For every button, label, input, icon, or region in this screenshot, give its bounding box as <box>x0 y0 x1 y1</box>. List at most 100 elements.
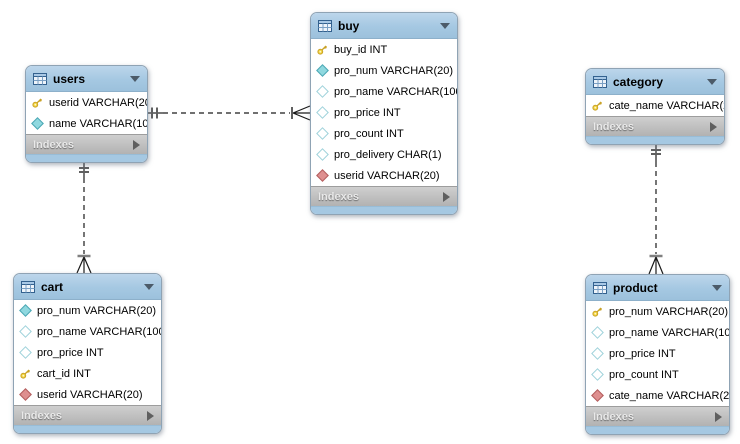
table-icon <box>593 75 607 88</box>
primary-key-icon <box>592 307 602 317</box>
foreign-key-icon <box>316 169 329 182</box>
column-row[interactable]: pro_count INT <box>311 123 457 144</box>
column-label: pro_price INT <box>37 346 104 359</box>
column-row[interactable]: name VARCHAR(10) <box>26 113 147 134</box>
crow-foot-mark <box>292 105 311 121</box>
column-label: cart_id INT <box>37 367 91 380</box>
crow-foot-mark <box>76 256 92 274</box>
table-footer-strip <box>14 425 161 433</box>
column-row[interactable]: pro_count INT <box>586 364 729 385</box>
indexes-section[interactable]: Indexes <box>311 186 457 206</box>
column-label: pro_price INT <box>334 106 401 119</box>
table-buy[interactable]: buy buy_id INT pro_num VARCHAR(20) pro_n… <box>310 12 458 215</box>
table-title: product <box>613 280 658 295</box>
indexes-section[interactable]: Indexes <box>26 134 147 154</box>
column-row[interactable]: pro_price INT <box>14 342 161 363</box>
column-label: pro_count INT <box>609 368 679 381</box>
indexes-section[interactable]: Indexes <box>586 406 729 426</box>
column-label: userid VARCHAR(20) <box>334 169 440 182</box>
table-category-header[interactable]: category <box>586 69 724 95</box>
collapse-arrow-icon[interactable] <box>712 284 722 291</box>
column-nullable-icon <box>19 346 32 359</box>
column-label: pro_name VARCHAR(100) <box>609 326 730 339</box>
column-label: pro_num VARCHAR(20) <box>609 305 729 318</box>
indexes-label: Indexes <box>33 138 74 151</box>
column-row[interactable]: pro_delivery CHAR(1) <box>311 144 457 165</box>
relationship-category-product[interactable] <box>648 145 664 275</box>
foreign-key-icon <box>19 388 32 401</box>
column-label: cate_name VARCHAR(20) <box>609 389 730 402</box>
column-label: name VARCHAR(10) <box>49 117 148 130</box>
collapse-arrow-icon[interactable] <box>130 75 140 82</box>
expand-arrow-icon[interactable] <box>710 121 717 132</box>
one-mark <box>651 149 661 155</box>
table-users[interactable]: users userid VARCHAR(20) name VARCHAR(10… <box>25 65 148 163</box>
column-label: pro_name VARCHAR(100) <box>334 85 458 98</box>
column-row[interactable]: pro_num VARCHAR(20) <box>311 60 457 81</box>
column-nullable-icon <box>591 368 604 381</box>
relationship-users-cart[interactable] <box>76 163 92 274</box>
table-icon <box>33 72 47 85</box>
table-buy-header[interactable]: buy <box>311 13 457 39</box>
primary-key-icon <box>20 369 30 379</box>
table-category[interactable]: category cate_name VARCHAR(20) Indexes <box>585 68 725 145</box>
indexes-label: Indexes <box>593 410 634 423</box>
primary-key-icon <box>317 45 327 55</box>
column-row[interactable]: cate_name VARCHAR(20) <box>586 385 729 406</box>
indexes-section[interactable]: Indexes <box>586 116 724 136</box>
relationship-users-buy[interactable] <box>148 105 311 121</box>
table-cart[interactable]: cart pro_num VARCHAR(20) pro_name VARCHA… <box>13 273 162 434</box>
table-icon <box>593 281 607 294</box>
column-notnull-icon <box>31 117 44 130</box>
one-mark <box>151 107 158 119</box>
table-product[interactable]: product pro_num VARCHAR(20) pro_name VAR… <box>585 274 730 435</box>
table-cart-header[interactable]: cart <box>14 274 161 300</box>
column-notnull-icon <box>316 64 329 77</box>
indexes-label: Indexes <box>21 409 62 422</box>
expand-arrow-icon[interactable] <box>715 411 722 422</box>
column-row[interactable]: userid VARCHAR(20) <box>311 165 457 186</box>
indexes-label: Indexes <box>593 120 634 133</box>
column-notnull-icon <box>19 304 32 317</box>
column-row[interactable]: pro_name VARCHAR(100) <box>311 81 457 102</box>
indexes-section[interactable]: Indexes <box>14 405 161 425</box>
column-label: userid VARCHAR(20) <box>49 96 148 109</box>
table-users-header[interactable]: users <box>26 66 147 92</box>
foreign-key-icon <box>591 389 604 402</box>
column-nullable-icon <box>316 85 329 98</box>
column-nullable-icon <box>591 347 604 360</box>
column-row[interactable]: pro_name VARCHAR(100) <box>14 321 161 342</box>
expand-arrow-icon[interactable] <box>133 139 140 150</box>
column-label: pro_num VARCHAR(20) <box>334 64 454 77</box>
table-title: cart <box>41 279 64 294</box>
expand-arrow-icon[interactable] <box>443 191 450 202</box>
table-footer-strip <box>311 206 457 214</box>
collapse-arrow-icon[interactable] <box>144 283 154 290</box>
table-product-header[interactable]: product <box>586 275 729 301</box>
collapse-arrow-icon[interactable] <box>707 78 717 85</box>
column-row[interactable]: cate_name VARCHAR(20) <box>586 95 724 116</box>
column-row[interactable]: userid VARCHAR(20) <box>14 384 161 405</box>
column-row[interactable]: pro_name VARCHAR(100) <box>586 322 729 343</box>
column-nullable-icon <box>316 148 329 161</box>
table-footer-strip <box>586 426 729 434</box>
column-row[interactable]: buy_id INT <box>311 39 457 60</box>
indexes-label: Indexes <box>318 190 359 203</box>
table-title: users <box>53 71 86 86</box>
column-row[interactable]: cart_id INT <box>14 363 161 384</box>
column-row[interactable]: userid VARCHAR(20) <box>26 92 147 113</box>
table-icon <box>21 280 35 293</box>
column-row[interactable]: pro_num VARCHAR(20) <box>586 301 729 322</box>
column-label: pro_price INT <box>609 347 676 360</box>
column-label: pro_count INT <box>334 127 404 140</box>
table-footer-strip <box>26 154 147 162</box>
column-row[interactable]: pro_num VARCHAR(20) <box>14 300 161 321</box>
column-label: userid VARCHAR(20) <box>37 388 143 401</box>
column-row[interactable]: pro_price INT <box>586 343 729 364</box>
column-row[interactable]: pro_price INT <box>311 102 457 123</box>
column-label: pro_num VARCHAR(20) <box>37 304 157 317</box>
collapse-arrow-icon[interactable] <box>440 22 450 29</box>
expand-arrow-icon[interactable] <box>147 410 154 421</box>
